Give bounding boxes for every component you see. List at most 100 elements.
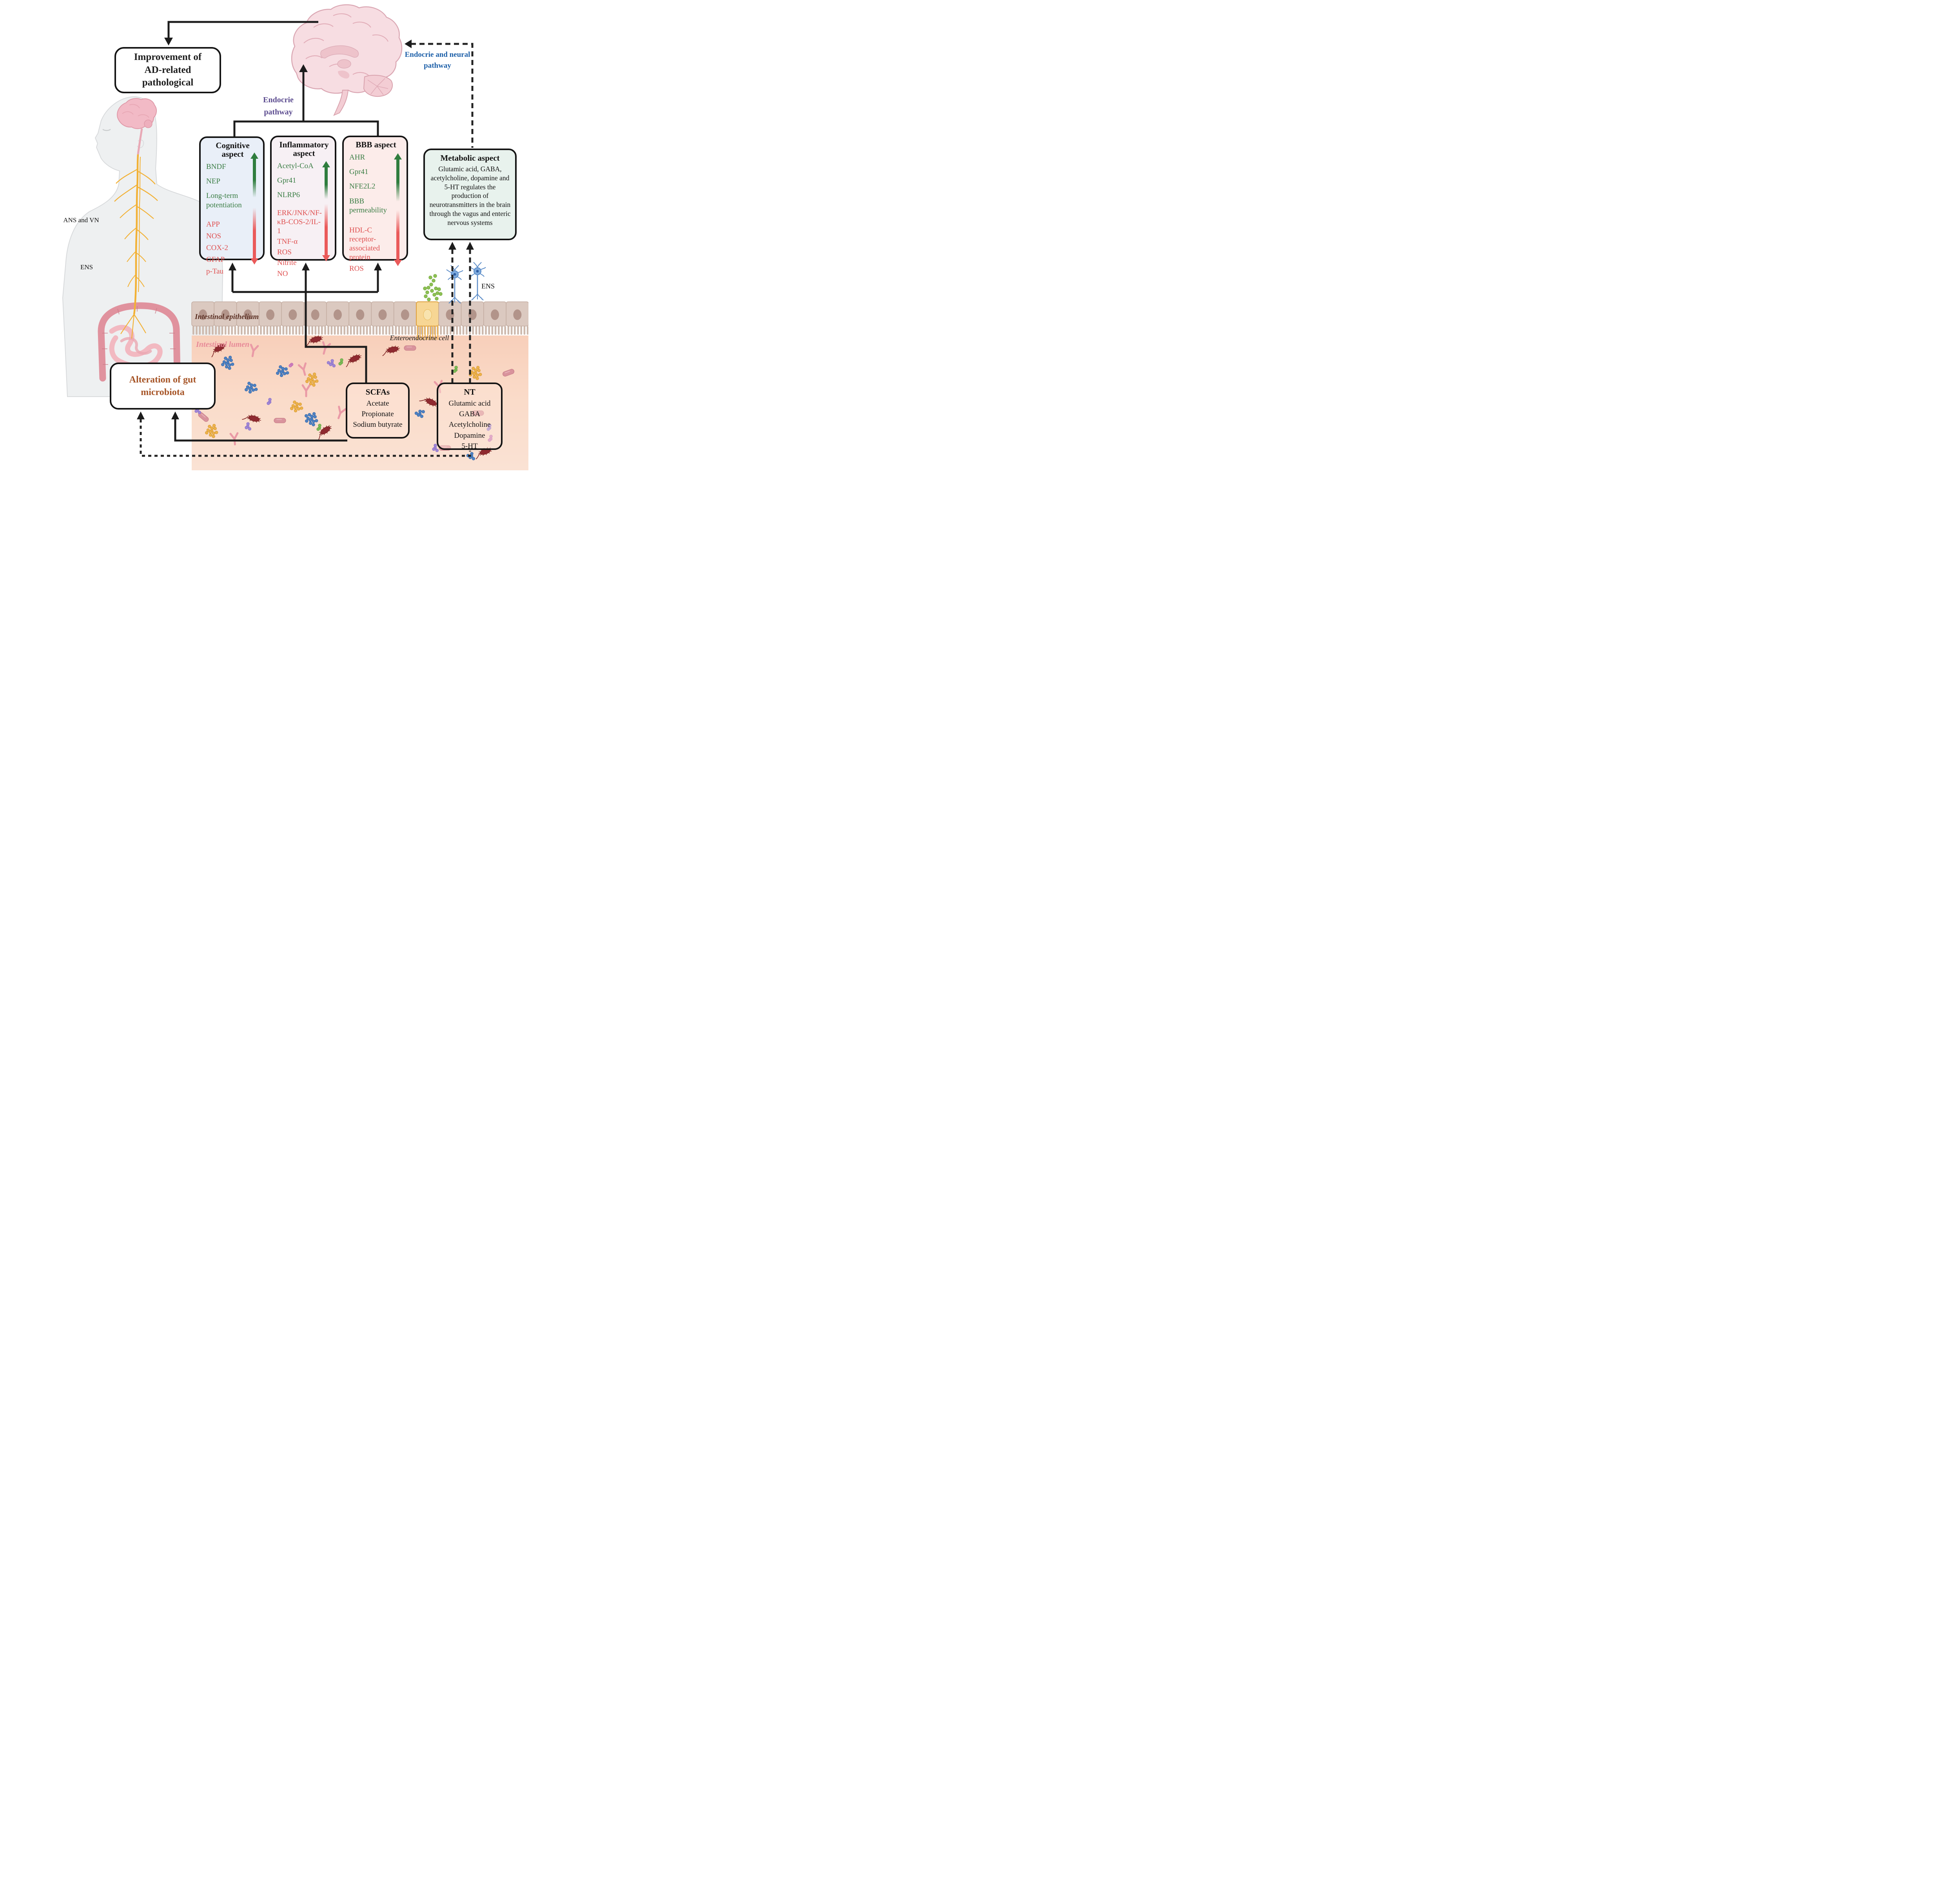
- intestinal-epithelium-cells: [191, 301, 528, 340]
- cluster-icon: [305, 412, 318, 426]
- nt-item: Glutamic acid: [448, 399, 491, 408]
- bbb-increased-item: Gpr41: [349, 168, 368, 176]
- scfas-item: Acetate: [366, 399, 389, 408]
- endocrine-neural-pathway-label: Endocrie and neural pathway: [405, 51, 470, 70]
- gut-microbiota-icons: [194, 335, 515, 461]
- cluster-icon: [245, 381, 258, 394]
- cluster-icon: [289, 363, 294, 368]
- improvement-box: Improvement of AD-related pathological: [114, 47, 221, 93]
- nt-item: 5-HT: [461, 442, 478, 450]
- improvement-label: Improvement of AD-related pathological: [134, 52, 202, 88]
- bbb-increased-item: AHR: [349, 153, 365, 162]
- cluster-icon: [305, 372, 319, 387]
- bbb-decreased-item: HDL-C receptor-associated protein: [349, 226, 380, 262]
- inflammatory-decreased-item: Nitrite: [277, 259, 297, 267]
- dashed-nt-to-alteration: [140, 419, 471, 457]
- cluster-icon: [316, 424, 321, 431]
- cluster-icon: [267, 398, 272, 405]
- decrease-arrow-icon: [322, 204, 330, 261]
- cognitive-decreased-item: COX-2: [206, 244, 228, 252]
- cluster-icon: [338, 358, 343, 366]
- cognitive-increased-item: BNDF: [206, 163, 226, 171]
- metabolic-description: Glutamic acid, GABA, acetylcholine, dopa…: [429, 165, 511, 227]
- bbb-decreased-item: ROS: [349, 264, 364, 273]
- rod-icon: [502, 369, 515, 377]
- cluster-icon: [488, 435, 493, 442]
- connector-aspect-tops: [233, 120, 379, 136]
- inflammatory-title: Inflammatory aspect: [279, 140, 329, 158]
- connector-scfas-to-alteration: [174, 419, 347, 442]
- increase-arrow-icon: [322, 161, 330, 199]
- antibody-icon: [338, 406, 347, 419]
- nt-item: Acetylcholine: [448, 421, 491, 429]
- arrow-brain-to-improvement: [167, 21, 318, 38]
- arrowhead-into-brain: [405, 40, 412, 48]
- endocrine-pathway-label: Endocrie pathway: [263, 96, 294, 116]
- inflammatory-increased-item: Acetyl-CoA: [277, 162, 314, 170]
- alteration-box: Alteration of gut microbiota: [110, 363, 216, 410]
- antibody-icon: [298, 362, 307, 376]
- nt-item: Dopamine: [454, 431, 485, 440]
- inflammatory-increased-item: Gpr41: [277, 176, 296, 185]
- cluster-icon: [221, 355, 234, 370]
- scfas-title: SCFAs: [365, 387, 390, 397]
- cognitive-title: Cognitive aspect: [216, 141, 250, 159]
- dashed-neural-to-brain: [411, 43, 474, 148]
- rod-icon: [472, 410, 484, 416]
- inflammatory-decreased-item: ERK/JNK/NF-κB-COS-2/IL-1: [277, 209, 322, 235]
- cluster-icon: [205, 424, 218, 438]
- decrease-arrow-icon: [394, 210, 402, 266]
- inflammatory-decreased-item: NO: [277, 269, 288, 278]
- nerve-fibers-icon: [114, 154, 158, 339]
- illustration-layer: [62, 4, 528, 470]
- metabolic-aspect-box: Metabolic aspect Glutamic acid, GABA, ac…: [423, 149, 517, 240]
- cognitive-decreased-item: GFAP: [206, 256, 225, 264]
- nt-title: NT: [464, 387, 475, 397]
- brain-illustration: [291, 4, 403, 116]
- ans-vn-label: ANS and VN: [63, 216, 99, 224]
- scfas-item: Propionate: [361, 410, 394, 419]
- rod-icon: [404, 345, 416, 351]
- cluster-icon: [486, 424, 492, 431]
- bacterium-icon: [346, 354, 362, 367]
- scfas-item: Sodium butyrate: [353, 421, 403, 429]
- alteration-label: Alteration of gut microbiota: [129, 374, 196, 397]
- gut-brain-axis-diagram: Improvement of AD-related pathological C…: [0, 0, 528, 470]
- inflammatory-decreased-item: TNF-α: [277, 238, 298, 246]
- increase-arrow-icon: [250, 152, 258, 198]
- arrowhead-improvement: [164, 38, 173, 45]
- connector-arrows-layer: [137, 21, 474, 457]
- bbb-increased-item: BBB permeability: [349, 197, 387, 214]
- bacterium-icon: [382, 345, 400, 356]
- head-brain-icon: [117, 98, 157, 155]
- ens-left-label: ENS: [80, 263, 93, 271]
- cluster-icon: [432, 444, 439, 452]
- intestinal-epithelium-label: Intestinal epithelium: [195, 313, 259, 321]
- arrowhead-brain: [299, 64, 308, 72]
- rod-icon: [274, 418, 286, 423]
- cluster-icon: [414, 410, 425, 418]
- decrease-arrow-icon: [250, 208, 258, 265]
- connector-scfas-up: [305, 292, 367, 383]
- nt-item: GABA: [459, 410, 480, 419]
- metabolic-title: Metabolic aspect: [440, 153, 500, 163]
- bacterium-icon: [318, 425, 332, 441]
- bbb-title: BBB aspect: [356, 140, 396, 149]
- cluster-icon: [469, 366, 482, 380]
- cluster-icon: [290, 400, 303, 413]
- bacterium-icon: [475, 447, 492, 459]
- cluster-icon: [276, 365, 289, 377]
